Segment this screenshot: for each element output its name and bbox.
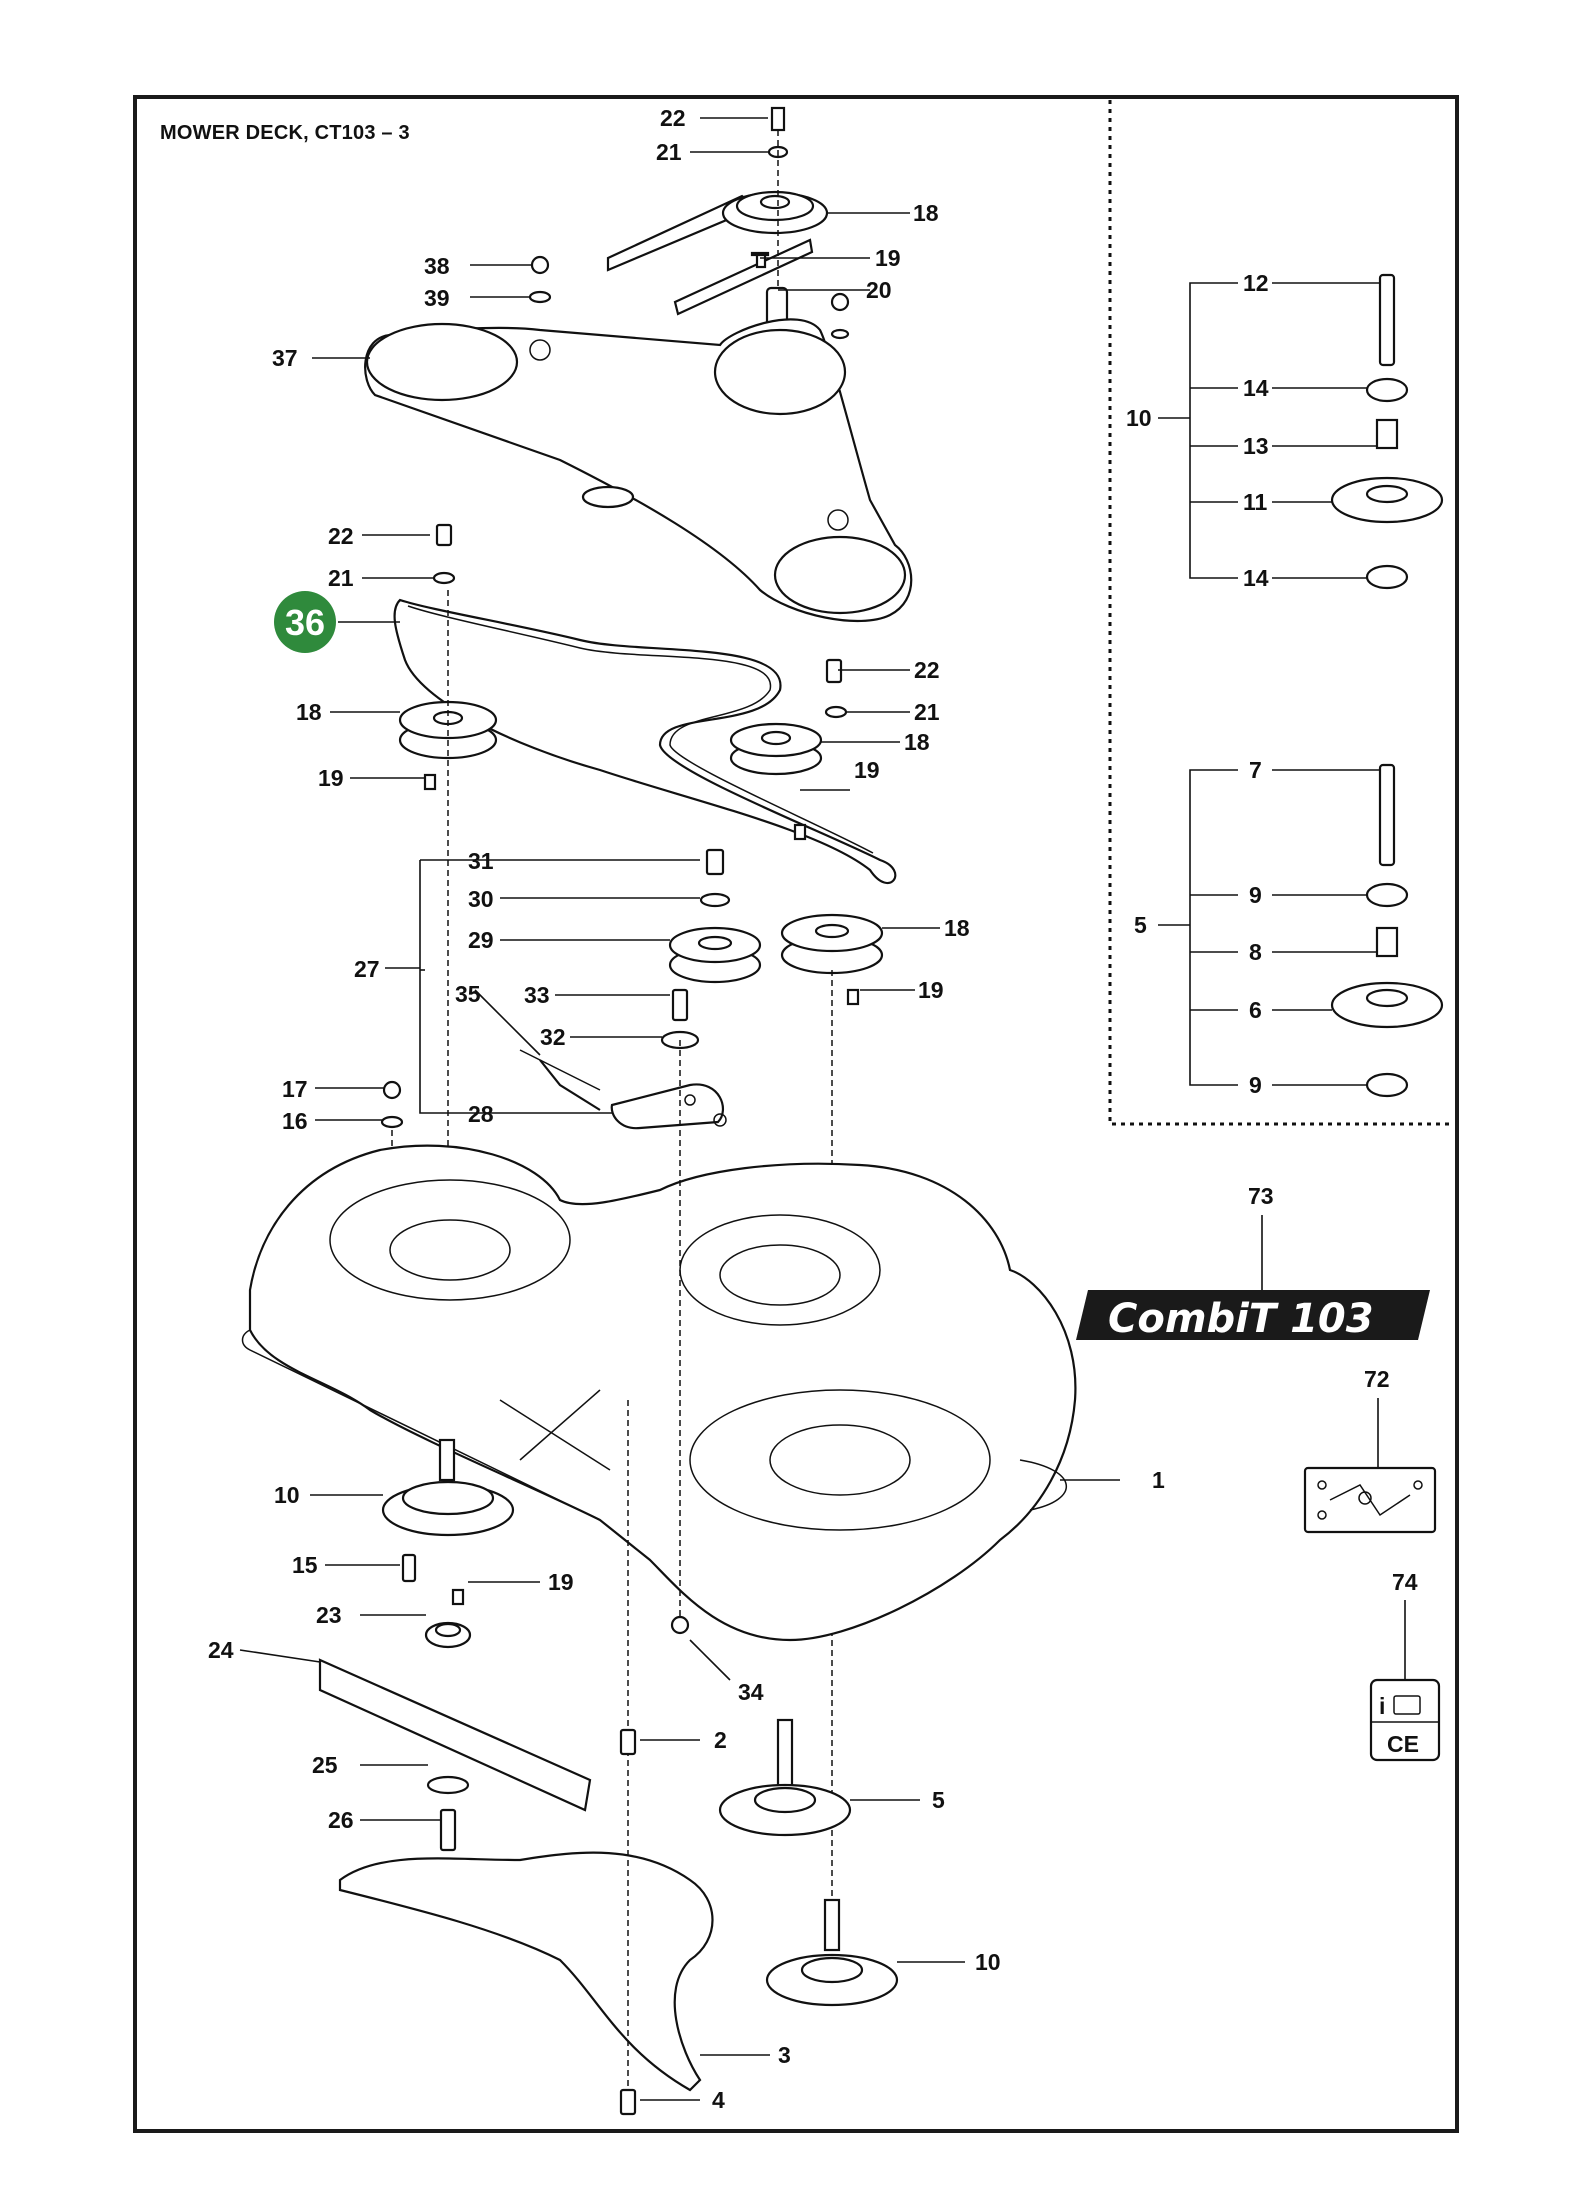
part-label: 19 [918, 977, 944, 1003]
part-label: 74 [1392, 1569, 1418, 1595]
part-label: 19 [318, 765, 344, 791]
part-label: 35 [455, 981, 481, 1007]
part-label: 30 [468, 886, 494, 912]
part-label: 32 [540, 1024, 566, 1050]
part-label: 25 [312, 1752, 338, 1778]
part-label: 18 [296, 699, 322, 725]
belt-routing-decal [1303, 1466, 1437, 1534]
part-label: 19 [875, 245, 901, 271]
part-label: 10 [1126, 405, 1152, 431]
part-label: 1 [1152, 1467, 1165, 1493]
lower-spindles [670, 1040, 899, 2007]
part-label: 18 [944, 915, 970, 941]
info-ce-decal: i CE [1369, 1678, 1441, 1762]
part-label: 21 [656, 139, 682, 165]
part-label: 5 [1134, 912, 1147, 938]
part-label: 18 [913, 200, 939, 226]
part-label: 22 [914, 657, 940, 683]
svg-text:i: i [1379, 1693, 1385, 1719]
drawing-frame [133, 95, 1459, 2133]
part-label: 20 [866, 277, 892, 303]
right-pulley [780, 913, 884, 1900]
part-label: 21 [328, 565, 354, 591]
nut-washer [380, 1080, 404, 1200]
part-label: 14 [1243, 565, 1269, 591]
part-label: 73 [1248, 1183, 1274, 1209]
highlight-number: 36 [285, 602, 325, 643]
part-label: 19 [548, 1569, 574, 1595]
part-label: 22 [660, 105, 686, 131]
svg-text:CE: CE [1387, 1731, 1419, 1757]
inset-spindle-5 [1330, 763, 1444, 1098]
part-label: 29 [468, 927, 494, 953]
part-label: 7 [1249, 757, 1262, 783]
left-pulley [398, 523, 498, 1260]
idler-assembly [519, 848, 762, 1130]
part-label: 21 [914, 699, 940, 725]
mower-deck [241, 1144, 1077, 1642]
part-label: 15 [292, 1552, 318, 1578]
brand-text: CombiT 103 [1108, 1296, 1374, 1342]
left-spindle-blade [318, 1438, 592, 1852]
top-belt-assembly [606, 106, 850, 340]
brand-decal: CombiT 103 [1076, 1290, 1430, 1342]
part-label: 18 [904, 729, 930, 755]
part-label: 17 [282, 1076, 308, 1102]
part-label: 22 [328, 523, 354, 549]
belt-cover [364, 255, 913, 623]
highlight-badge: 36 [274, 591, 336, 653]
part-label: 26 [328, 1807, 354, 1833]
part-label: 4 [712, 2087, 725, 2113]
part-label: 33 [524, 982, 550, 1008]
part-label: 72 [1364, 1366, 1390, 1392]
part-label: 10 [975, 1949, 1001, 1975]
part-label: 37 [272, 345, 298, 371]
part-label: 34 [738, 1679, 764, 1705]
part-label: 11 [1243, 489, 1268, 515]
part-label: 5 [932, 1787, 945, 1813]
part-label: 19 [854, 757, 880, 783]
part-label: 2 [714, 1727, 727, 1753]
part-label: 14 [1243, 375, 1269, 401]
part-label: 31 [468, 848, 494, 874]
part-label: 12 [1243, 270, 1269, 296]
part-label: 16 [282, 1108, 308, 1134]
part-label: 6 [1249, 997, 1262, 1023]
page-title: MOWER DECK, CT103 – 3 [160, 122, 410, 144]
part-label: 9 [1249, 882, 1262, 908]
part-label: 38 [424, 253, 450, 279]
part-label: 23 [316, 1602, 342, 1628]
part-label: 27 [354, 956, 380, 982]
part-label: 24 [208, 1637, 234, 1663]
part-label: 8 [1249, 939, 1262, 965]
part-label: 3 [778, 2042, 791, 2068]
leader-lines [239, 117, 1406, 2101]
part-label: 9 [1249, 1072, 1262, 1098]
blade-baffle [338, 1400, 714, 2116]
inset-spindle-10 [1330, 273, 1444, 590]
inset-box [1108, 100, 1454, 1126]
part-label: 28 [468, 1101, 494, 1127]
center-pulley [729, 658, 848, 841]
part-labels: 22 21 18 19 20 38 39 37 22 21 18 19 22 2… [208, 105, 1418, 2113]
part-label: 10 [274, 1482, 300, 1508]
part-label: 39 [424, 285, 450, 311]
v-belt [393, 598, 897, 884]
part-label: 13 [1243, 433, 1269, 459]
